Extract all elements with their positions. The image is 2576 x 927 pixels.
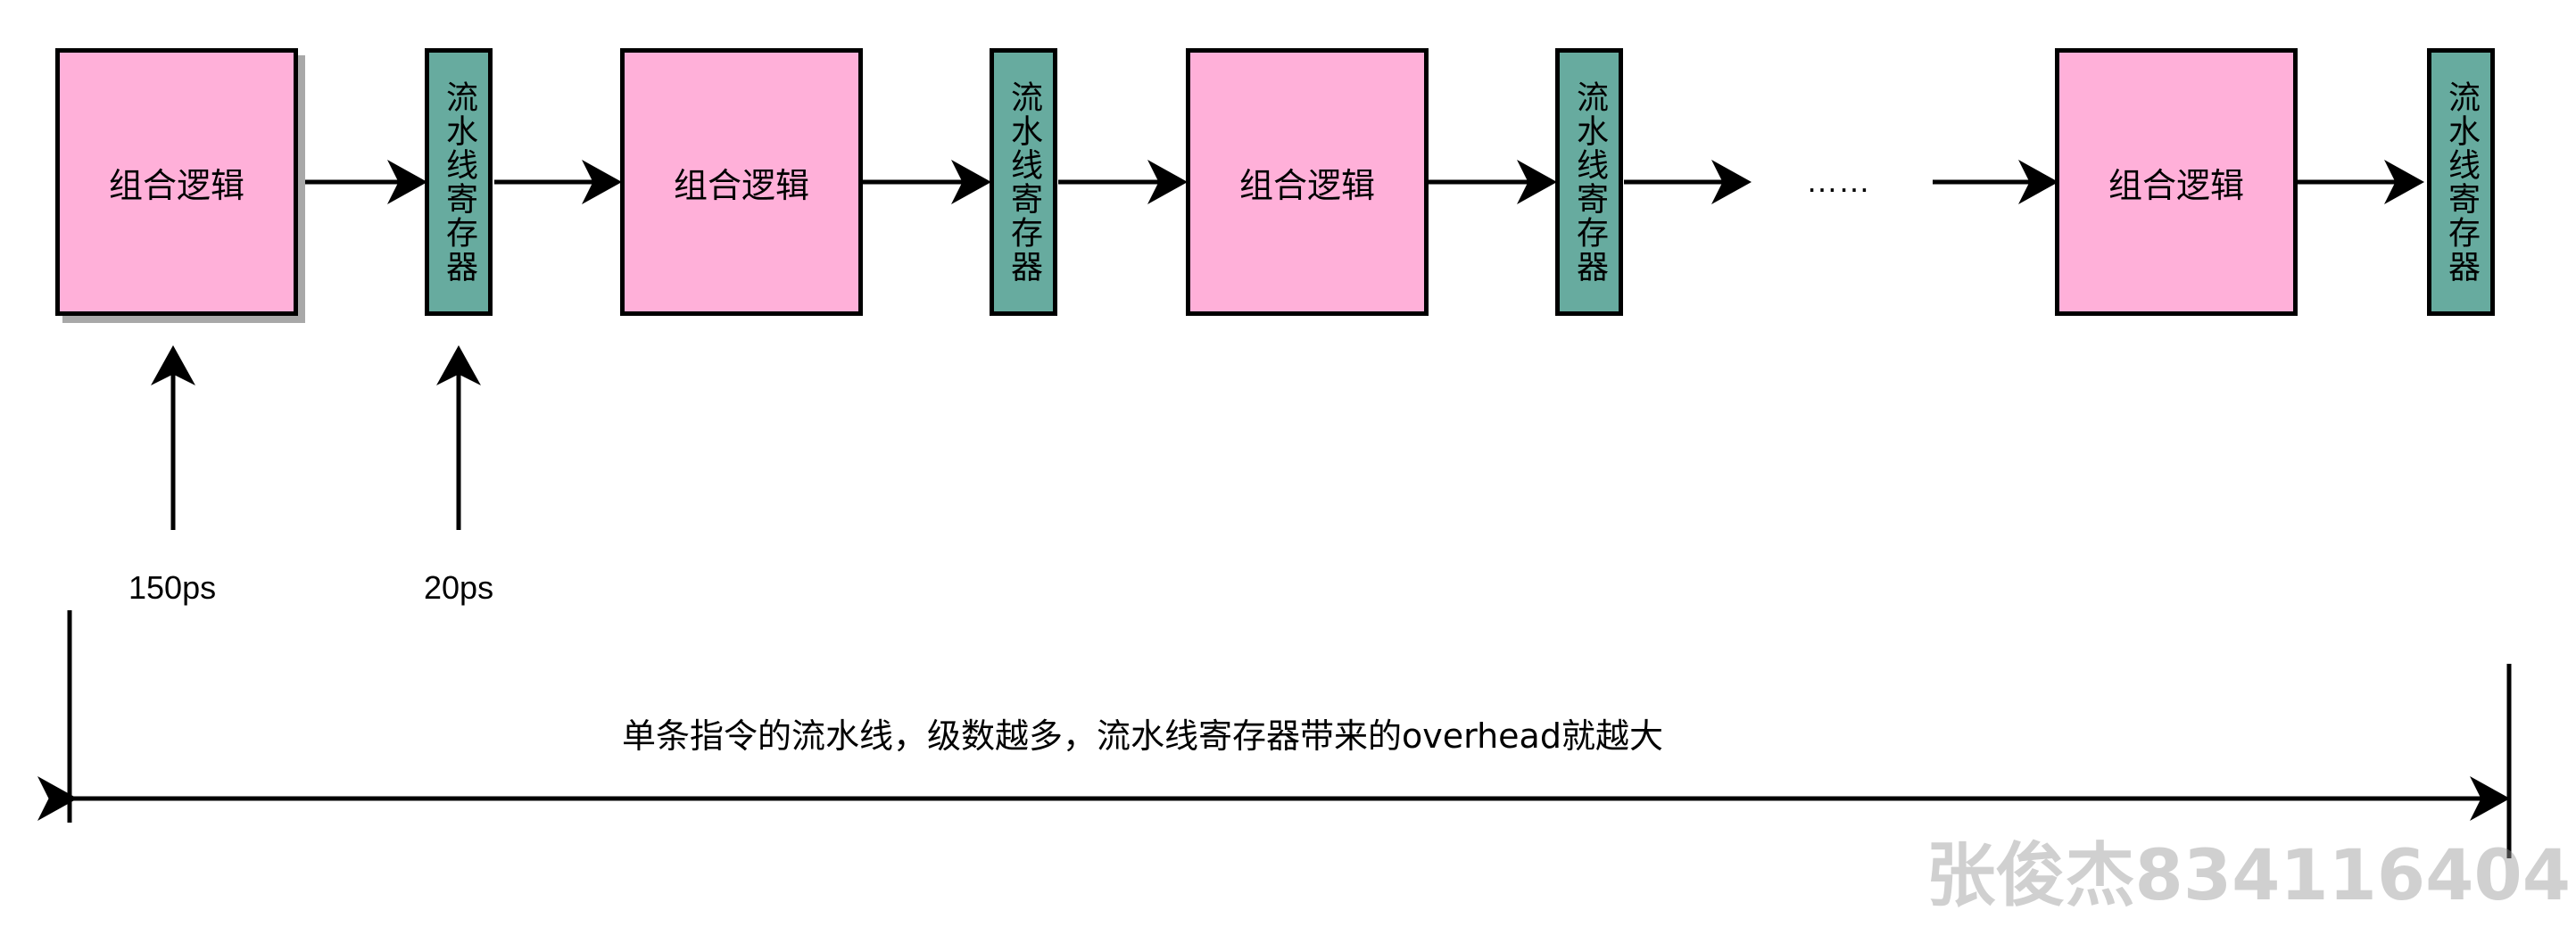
logic-block-1: 组合逻辑 xyxy=(55,48,298,316)
logic-block-2: 组合逻辑 xyxy=(620,48,863,316)
logic-block-label: 组合逻辑 xyxy=(108,165,244,205)
pipeline-register-3: 流水线寄存器 xyxy=(1555,48,1623,316)
pipeline-register-1: 流水线寄存器 xyxy=(425,48,493,316)
register-delay-label: 20ps xyxy=(424,569,494,606)
pipeline-overhead-note: 单条指令的流水线，级数越多，流水线寄存器带来的overhead就越大 xyxy=(622,716,1663,756)
pipeline-register-label: 流水线寄存器 xyxy=(441,80,477,284)
pipeline-register-label: 流水线寄存器 xyxy=(1006,80,1042,284)
logic-block-label: 组合逻辑 xyxy=(1238,165,1375,205)
more-stages-ellipsis: …… xyxy=(1806,162,1870,199)
logic-block-label: 组合逻辑 xyxy=(2108,165,2244,205)
pipeline-register-label: 流水线寄存器 xyxy=(1571,80,1608,284)
watermark-text: 张俊杰834116404 xyxy=(1926,836,2571,916)
pipeline-register-2: 流水线寄存器 xyxy=(990,48,1057,316)
logic-block-label: 组合逻辑 xyxy=(673,165,809,205)
logic-block-3: 组合逻辑 xyxy=(1186,48,1429,316)
logic-block-4: 组合逻辑 xyxy=(2055,48,2298,316)
pipeline-register-label: 流水线寄存器 xyxy=(2443,80,2480,284)
pipeline-register-4: 流水线寄存器 xyxy=(2427,48,2495,316)
logic-delay-label: 150ps xyxy=(128,569,217,606)
